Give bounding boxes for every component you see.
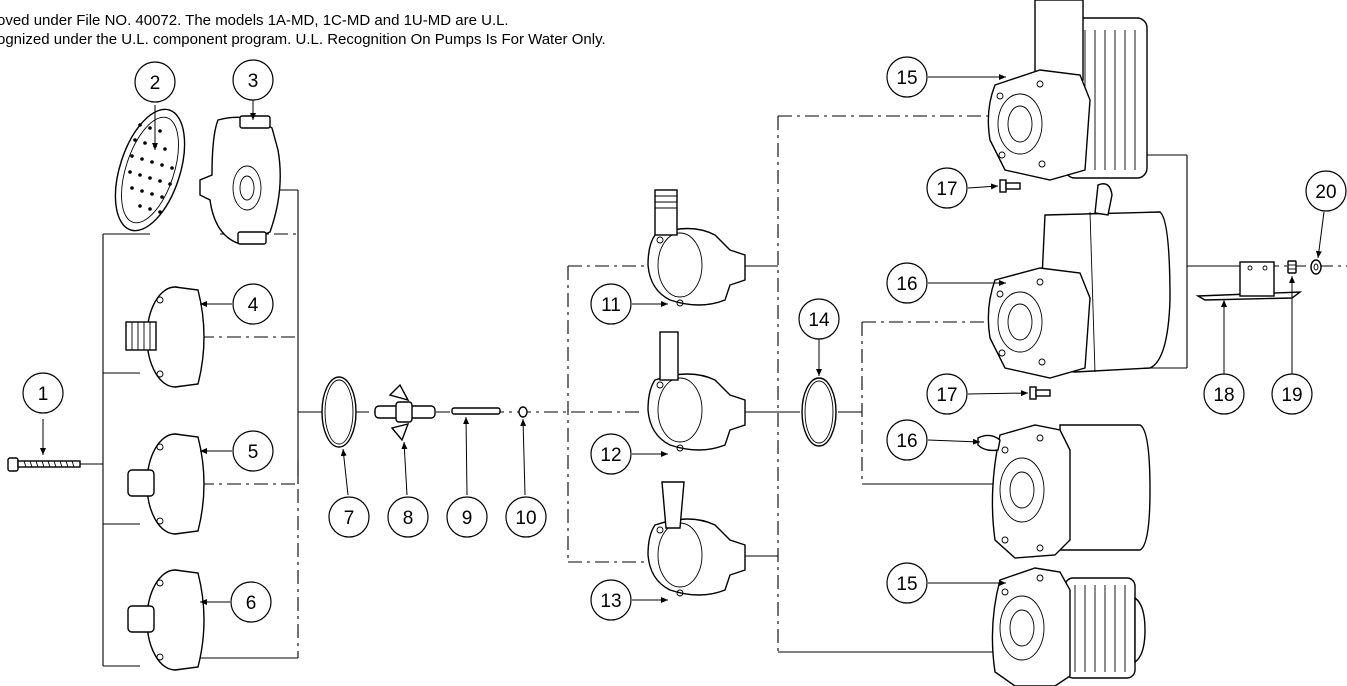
callout-9: 9: [446, 496, 488, 538]
part-15-motor-top: [987, 0, 1148, 181]
callout-17-upper-label: 17: [936, 179, 957, 200]
leader-lines: [40, 74, 1325, 605]
callout-13: 13: [590, 579, 632, 621]
center-axis-line: [355, 115, 1347, 653]
callout-5: 5: [232, 430, 274, 472]
callout-16-lower: 16: [886, 419, 928, 461]
part-17-screw-lower: [1029, 386, 1051, 400]
callout-4: 4: [232, 283, 274, 325]
callout-15-top: 15: [886, 56, 928, 98]
assembly-lines-left: [80, 189, 322, 667]
callout-14-label: 14: [808, 310, 830, 331]
callout-16-upper: 16: [886, 262, 928, 304]
callout-4-label: 4: [248, 295, 259, 316]
callout-17-lower-label: 17: [936, 385, 957, 406]
part-7-o-ring: [321, 376, 357, 448]
note-text-line-2: ognized under the U.L. component program…: [0, 31, 606, 48]
callout-2-label: 2: [150, 73, 161, 94]
part-2-strainer-screen: [114, 108, 186, 232]
callout-17-lower: 17: [926, 373, 968, 415]
part-5-inlet-housing: [127, 433, 205, 535]
callout-1-label: 1: [38, 384, 49, 405]
part-12-pump-housing: [647, 331, 746, 452]
callout-11: 11: [590, 283, 632, 325]
part-15-motor-bottom: [991, 567, 1146, 686]
callout-15-bottom-label: 15: [896, 574, 917, 595]
part-11-pump-housing: [647, 189, 746, 307]
part-18-mounting-bracket: [1195, 261, 1303, 301]
callout-8-label: 8: [403, 508, 414, 529]
part-13-pump-housing: [647, 481, 746, 597]
callout-20-label: 20: [1315, 182, 1336, 203]
callout-6: 6: [230, 581, 272, 623]
part-10-washer: [518, 406, 528, 418]
callout-9-label: 9: [462, 508, 473, 529]
callout-16-upper-label: 16: [896, 274, 917, 295]
callout-15-bottom: 15: [886, 562, 928, 604]
callout-3: 3: [232, 59, 274, 101]
part-1-screw: [7, 457, 81, 472]
callout-13-label: 13: [600, 591, 621, 612]
part-6-inlet-housing: [127, 569, 205, 671]
part-16-motor-middle: [987, 183, 1171, 379]
callout-3-label: 3: [248, 71, 259, 92]
note-text-line-1: oved under File NO. 40072. The models 1A…: [0, 12, 509, 29]
callout-10: 10: [505, 496, 547, 538]
part-3-inlet-cover: [199, 115, 281, 245]
part-16-motor-lower: [977, 424, 1151, 559]
callout-18: 18: [1203, 373, 1245, 415]
part-4-inlet-housing: [125, 286, 205, 388]
callout-19: 19: [1271, 373, 1313, 415]
callout-5-label: 5: [248, 442, 259, 463]
callout-18-label: 18: [1213, 385, 1234, 406]
callout-6-label: 6: [246, 593, 257, 614]
callout-11-label: 11: [601, 295, 621, 316]
callout-1: 1: [22, 372, 64, 414]
callout-14: 14: [798, 298, 840, 340]
part-9-shaft: [451, 407, 501, 415]
part-20-washer: [1310, 259, 1322, 275]
part-17-screw-upper: [999, 179, 1021, 193]
callout-19-label: 19: [1281, 385, 1302, 406]
callout-15-top-label: 15: [896, 68, 917, 89]
part-8-impeller: [374, 383, 436, 442]
callout-12: 12: [590, 433, 632, 475]
part-14-o-ring: [801, 377, 837, 447]
callout-8: 8: [387, 496, 429, 538]
callout-20: 20: [1305, 170, 1347, 212]
callout-17-upper: 17: [926, 167, 968, 209]
part-19-nut: [1287, 260, 1297, 274]
callout-7-label: 7: [344, 508, 355, 529]
callout-2: 2: [134, 61, 176, 103]
callout-12-label: 12: [600, 445, 621, 466]
callout-16-lower-label: 16: [896, 431, 917, 452]
callout-10-label: 10: [515, 508, 536, 529]
callout-7: 7: [328, 496, 370, 538]
